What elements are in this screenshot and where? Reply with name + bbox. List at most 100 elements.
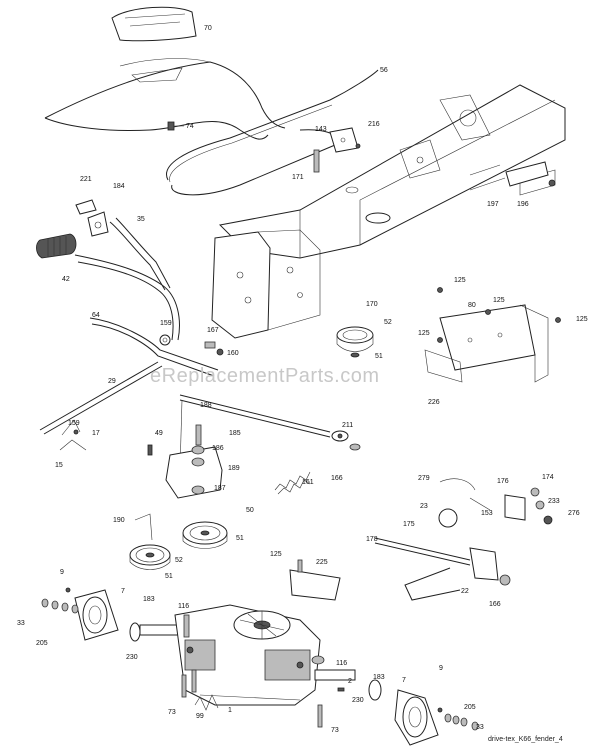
part-label: 279 — [418, 475, 430, 482]
part-label: 51 — [236, 535, 244, 542]
part-label: 22 — [461, 588, 469, 595]
part-label: 188 — [200, 402, 212, 409]
watermark: eReplacementParts.com — [150, 365, 380, 387]
part-label: 166 — [489, 601, 501, 608]
part-label: 7 — [121, 588, 125, 595]
brake-assembly — [438, 478, 553, 528]
drive-belt — [166, 69, 379, 196]
part-label: 52 — [384, 319, 392, 326]
part-label: 35 — [137, 216, 145, 223]
transaxle — [174, 604, 321, 706]
part-label: 186 — [212, 445, 224, 452]
part-label: 15 — [55, 462, 63, 469]
part-label: 159 — [160, 320, 172, 327]
part-label: 73 — [168, 709, 176, 716]
part-label: 9 — [439, 665, 443, 672]
part-label: 187 — [214, 485, 226, 492]
part-label: 190 — [113, 517, 125, 524]
part-label: 174 — [542, 474, 554, 481]
part-label: 51 — [165, 573, 173, 580]
pulley-frame — [336, 326, 374, 358]
part-label: 116 — [178, 603, 190, 610]
part-label: 70 — [204, 25, 212, 32]
part-label: 23 — [420, 503, 428, 510]
shift-parts — [75, 199, 109, 237]
part-label: 33 — [17, 620, 25, 627]
part-label: 225 — [316, 559, 328, 566]
diagram-caption: drive-tex_K66_fender_4 — [488, 736, 563, 743]
part-label: 99 — [196, 713, 204, 720]
pulley-52 — [129, 544, 171, 570]
part-label: 2 — [348, 678, 352, 685]
bracket-226 — [424, 349, 463, 383]
bolts-73 — [181, 669, 323, 728]
part-label: 171 — [292, 174, 304, 181]
part-label: 125 — [493, 297, 505, 304]
part-label: 170 — [366, 301, 378, 308]
axle-left — [129, 622, 179, 642]
part-label: 51 — [375, 353, 383, 360]
part-label: 197 — [487, 201, 499, 208]
fender-assembly — [44, 6, 286, 140]
left-hub — [41, 587, 119, 641]
axle-right — [314, 669, 382, 701]
part-label: 159 — [68, 420, 80, 427]
part-label: 17 — [92, 430, 100, 437]
shift-lever — [74, 217, 219, 377]
screw-74 — [167, 121, 184, 131]
part-label: 226 — [428, 399, 440, 406]
part-label: 178 — [366, 536, 378, 543]
bracket-197 — [505, 161, 556, 187]
rod-29 — [39, 361, 163, 435]
pulley-50 — [182, 521, 228, 549]
part-label: 116 — [336, 660, 348, 667]
bracket-143 — [329, 127, 361, 153]
part-label: 160 — [227, 350, 239, 357]
washer-166-a — [349, 443, 361, 451]
part-label: 175 — [403, 521, 415, 528]
part-label: 205 — [464, 704, 476, 711]
part-label: 125 — [576, 316, 588, 323]
part-label: 183 — [143, 596, 155, 603]
part-label: 167 — [207, 327, 219, 334]
part-label: 176 — [497, 478, 509, 485]
part-label: 216 — [368, 121, 380, 128]
part-label: 1 — [228, 707, 232, 714]
part-label: 52 — [175, 557, 183, 564]
key-2 — [337, 687, 345, 692]
part-label: 9 — [60, 569, 64, 576]
pivot-hardware — [159, 334, 224, 356]
part-label: 7 — [402, 677, 406, 684]
grip-42 — [36, 233, 77, 259]
bolt-49 — [147, 444, 153, 456]
idler-bracket — [165, 424, 223, 499]
part-label: 196 — [517, 201, 529, 208]
bracket-190 — [134, 513, 153, 541]
spring-161 — [274, 471, 311, 495]
part-label: 42 — [62, 276, 70, 283]
part-label: 74 — [186, 123, 194, 130]
part-label: 221 — [80, 176, 92, 183]
part-label: 80 — [468, 302, 476, 309]
part-label: 143 — [315, 126, 327, 133]
rod-178 — [374, 537, 511, 601]
right-hub — [394, 689, 479, 746]
part-label: 50 — [246, 507, 254, 514]
part-label: 166 — [331, 475, 343, 482]
part-label: 211 — [342, 422, 354, 429]
rod-99 — [194, 694, 219, 711]
part-label: 29 — [108, 378, 116, 385]
part-label: 189 — [228, 465, 240, 472]
spring-clip — [59, 419, 87, 451]
bracket-225 — [289, 559, 341, 601]
part-label: 125 — [270, 551, 282, 558]
part-label: 230 — [352, 697, 364, 704]
part-label: 230 — [126, 654, 138, 661]
bracket-80 — [437, 287, 561, 383]
bolts-116 — [183, 614, 325, 665]
part-label: 205 — [36, 640, 48, 647]
part-label: 161 — [302, 479, 314, 486]
part-label: 125 — [454, 277, 466, 284]
part-label: 276 — [568, 510, 580, 517]
